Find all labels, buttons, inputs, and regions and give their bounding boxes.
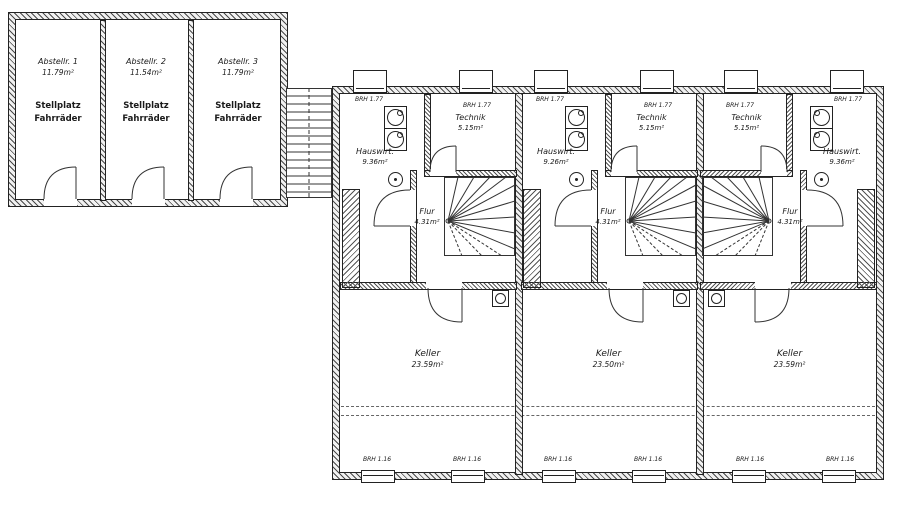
dryer-icon	[565, 128, 588, 151]
partition-wall	[188, 20, 194, 201]
light-well-window	[830, 70, 864, 93]
room-area: 11.79m²	[222, 68, 254, 77]
unit-geometry	[521, 70, 698, 483]
floor-drain-icon	[388, 172, 403, 187]
basement-window	[632, 470, 666, 483]
room-name: Abstellr. 1	[38, 57, 78, 66]
room-use: Stellplatz	[215, 101, 261, 111]
light-well-window	[459, 70, 493, 93]
light-well-window	[353, 70, 387, 93]
basement-window	[451, 470, 485, 483]
main-building: BRH 1.77 BRH 1.77 Technik 5.15m² Hauswir…	[332, 70, 884, 483]
winder-stair	[625, 177, 696, 256]
door-opening	[611, 169, 637, 176]
section-dash-line	[341, 415, 875, 416]
winder-stair	[444, 177, 515, 256]
stair-treads	[286, 88, 332, 198]
room-use: Fahrräder	[34, 114, 82, 124]
unit-geometry	[340, 70, 517, 483]
light-well-window	[534, 70, 568, 93]
door-opening	[607, 281, 643, 289]
partition-wall	[100, 20, 106, 201]
unit-geometry	[700, 70, 877, 483]
washing-machine-icon	[384, 106, 407, 129]
basement-window	[542, 470, 576, 483]
door-swings	[554, 145, 644, 323]
storage-building: Abstellr. 1 11.79m² Stellplatz Fahrräder…	[8, 12, 288, 207]
light-well-window	[724, 70, 758, 93]
exterior-stair	[286, 88, 332, 198]
door-swings	[754, 145, 844, 323]
storage-room-label-3: Abstellr. 3 11.79m² Stellplatz Fahrräder	[196, 56, 280, 126]
storage-room-label-2: Abstellr. 2 11.54m² Stellplatz Fahrräder	[104, 56, 188, 126]
interior-wall	[424, 170, 517, 177]
room-area: 11.54m²	[130, 68, 162, 77]
basement-window	[822, 470, 856, 483]
floor-drain-icon	[569, 172, 584, 187]
room-use: Fahrräder	[214, 114, 262, 124]
door-opening	[220, 196, 253, 206]
pump-sump-icon	[673, 290, 690, 307]
house-unit-2: BRH 1.77 BRH 1.77 Technik 5.15m² Hauswir…	[521, 70, 698, 483]
section-dash-line	[341, 406, 875, 407]
door-opening	[430, 169, 456, 176]
shaft	[342, 189, 360, 288]
shaft	[523, 189, 541, 288]
door-opening	[426, 281, 462, 289]
light-well-window	[640, 70, 674, 93]
storage-room-label-1: Abstellr. 1 11.79m² Stellplatz Fahrräder	[16, 56, 100, 126]
door-swings	[373, 145, 463, 323]
storage-door-swings	[43, 166, 253, 200]
dryer-icon	[384, 128, 407, 151]
basement-window	[361, 470, 395, 483]
room-use: Stellplatz	[35, 101, 81, 111]
house-unit-1: BRH 1.77 BRH 1.77 Technik 5.15m² Hauswir…	[340, 70, 517, 483]
interior-wall	[605, 170, 698, 177]
door-opening	[590, 190, 597, 226]
winder-stair	[702, 177, 773, 256]
storage-interior: Abstellr. 1 11.79m² Stellplatz Fahrräder…	[15, 19, 281, 206]
room-name: Abstellr. 3	[218, 57, 258, 66]
washing-machine-icon	[565, 106, 588, 129]
pump-sump-icon	[492, 290, 509, 307]
door-opening	[132, 196, 165, 206]
room-use: Fahrräder	[122, 114, 170, 124]
room-use: Stellplatz	[123, 101, 169, 111]
door-opening	[409, 190, 416, 226]
basement-window	[732, 470, 766, 483]
house-unit-3: BRH 1.77 BRH 1.77 Technik 5.15m² Hauswir…	[700, 70, 877, 483]
room-area: 11.79m²	[42, 68, 74, 77]
room-name: Abstellr. 2	[126, 57, 166, 66]
door-opening	[44, 196, 77, 206]
